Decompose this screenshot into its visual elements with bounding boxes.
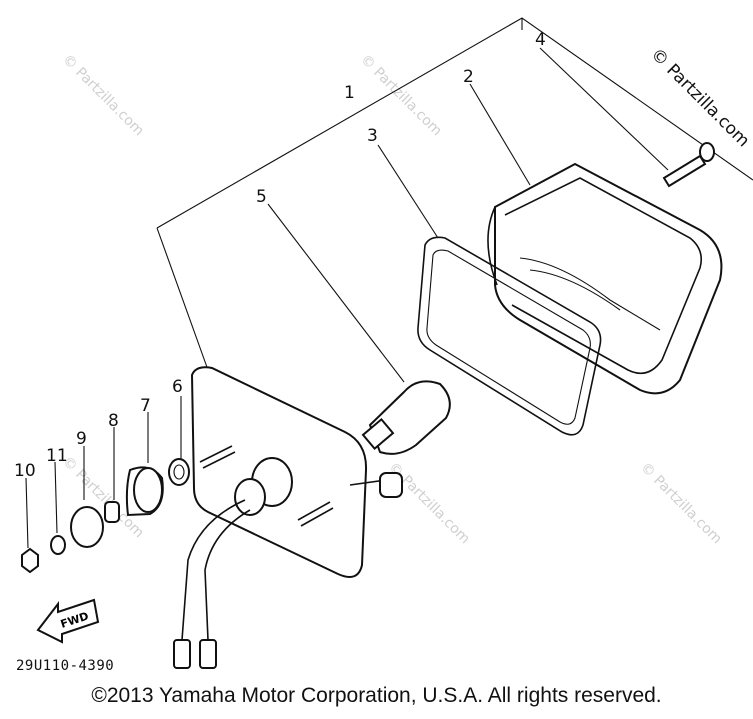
callout-5: 5	[256, 187, 267, 207]
callout-8: 8	[108, 411, 119, 431]
watermark-4: © Partzilla.com	[637, 460, 725, 548]
callout-7: 7	[140, 396, 151, 416]
callout-10: 10	[14, 461, 36, 481]
callout-2: 2	[463, 67, 474, 87]
callout-4: 4	[535, 30, 546, 50]
partzilla-corner-mark: © Partzilla.com	[646, 44, 753, 151]
callout-11: 11	[46, 446, 68, 466]
gasket	[417, 236, 602, 436]
leader-lines	[25, 47, 669, 549]
assembly-brackets	[156, 17, 753, 371]
lens-screw	[662, 142, 715, 188]
callout-3: 3	[367, 126, 378, 146]
wire-harness	[173, 499, 251, 669]
callout-1: 1	[344, 83, 355, 103]
callout-6: 6	[172, 377, 183, 397]
part-11-washer	[50, 535, 66, 555]
base-plate	[190, 366, 403, 578]
bulb-socket	[234, 457, 293, 516]
drawing-code: 29U110-4390	[16, 658, 114, 674]
part-10-nut	[21, 547, 39, 574]
small-parts	[21, 458, 190, 574]
mounting-studs	[199, 445, 334, 527]
bulb	[361, 380, 451, 455]
copyright-notice: ©2013 Yamaha Motor Corporation, U.S.A. A…	[91, 684, 662, 707]
fwd-arrow: FWD	[36, 598, 100, 644]
watermark-1: © Partzilla.com	[59, 52, 147, 140]
lens-housing	[487, 162, 723, 395]
part-6-ring	[168, 458, 190, 486]
callout-9: 9	[76, 429, 87, 449]
callouts: 4 2 1 3 5 6 7 8 9 10 11	[14, 30, 546, 481]
part-9-washer	[70, 506, 104, 548]
part-8-spacer	[104, 501, 120, 523]
